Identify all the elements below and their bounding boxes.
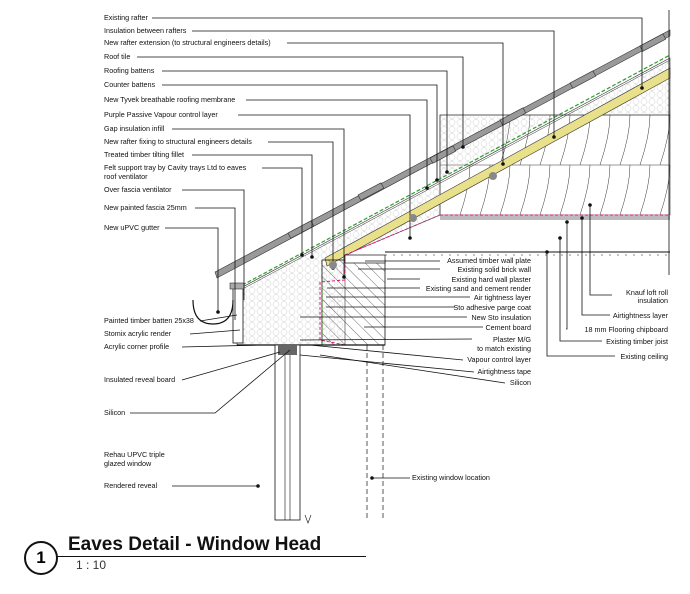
detail-scale: 1 : 10 — [76, 558, 107, 572]
label-render: Existing sand and cement render — [426, 284, 532, 293]
label-plaster: Plaster M/G — [493, 335, 531, 344]
label-cement-board: Cement board — [485, 323, 531, 332]
label-window-location: Existing window location — [412, 473, 490, 482]
detail-number: 1 — [24, 541, 58, 575]
leader-lines — [130, 17, 643, 487]
label-silicon-right: Silicon — [510, 378, 531, 387]
label-felt-tray-2: roof ventilator — [104, 172, 148, 181]
label-tyvek-membrane: New Tyvek breathable roofing membrane — [104, 95, 235, 104]
label-rafter-extension: New rafter extension (to structural engi… — [104, 38, 271, 47]
label-reveal-board: Insulated reveal board — [104, 375, 175, 384]
label-roof-tile: Roof tile — [104, 52, 130, 61]
label-tilting-fillet: Treated timber tilting fillet — [104, 150, 184, 159]
label-airtightness-tape: Airtightness tape — [477, 367, 531, 376]
label-sto-insulation: New Sto insulation — [471, 313, 531, 322]
label-stomix-render: Stomix acrylic render — [104, 329, 172, 338]
breathable-membrane — [236, 54, 671, 289]
existing-brick-wall — [321, 259, 386, 346]
label-window: Rehau UPVC triple — [104, 450, 165, 459]
label-vapour-control: Purple Passive Vapour control layer — [104, 110, 218, 119]
label-brick-wall: Existing solid brick wall — [458, 265, 532, 274]
label-timber-batten: Painted timber batten 25x38 — [104, 316, 194, 325]
right-labels: Assumed timber wall plate Existing solid… — [426, 256, 669, 387]
label-silicon-left: Silicon — [104, 408, 125, 417]
label-window-2: glazed window — [104, 459, 152, 468]
label-existing-ceiling: Existing ceiling — [620, 352, 668, 361]
label-vcl: Vapour control layer — [467, 355, 531, 364]
label-gutter: New uPVC gutter — [104, 223, 160, 232]
detail-title: Eaves Detail - Window Head — [68, 534, 322, 555]
label-gap-insulation: Gap insulation infill — [104, 124, 165, 133]
leader-dots — [216, 86, 644, 488]
label-knauf: Knauf loft roll — [626, 288, 668, 297]
label-plaster-2: to match existing — [477, 344, 531, 353]
roofing-battens — [287, 33, 667, 239]
label-insulation-between-rafters: Insulation between rafters — [104, 26, 187, 35]
label-roofing-battens: Roofing battens — [104, 66, 155, 75]
label-rendered-reveal: Rendered reveal — [104, 481, 158, 490]
label-wall-plaster: Existing hard wall plaster — [452, 275, 532, 284]
title-underline — [56, 556, 366, 557]
left-labels: Existing rafter Insulation between rafte… — [104, 13, 490, 490]
label-parge-coat: Sto adhesive parge coat — [453, 303, 531, 312]
label-timber-joist: Existing timber joist — [606, 337, 668, 346]
label-counter-battens: Counter battens — [104, 80, 156, 89]
label-knauf-2: insulation — [638, 296, 668, 305]
label-wall-plate: Assumed timber wall plate — [447, 256, 531, 265]
timber-wall-plate — [344, 254, 386, 264]
label-existing-rafter: Existing rafter — [104, 13, 149, 22]
label-fascia-ventilator: Over fascia ventilator — [104, 185, 172, 194]
label-air-tightness: Air tightness layer — [474, 293, 532, 302]
label-chipboard: 18 mm Flooring chipboard — [585, 325, 669, 334]
label-fascia: New painted fascia 25mm — [104, 203, 187, 212]
label-airtightness-layer: Airtightness layer — [613, 311, 669, 320]
label-felt-tray: Felt support tray by Cavity trays Ltd to… — [104, 163, 247, 172]
triple-glazed-window — [274, 344, 301, 521]
label-rafter-fixing: New rafter fixing to structural engineer… — [104, 137, 252, 146]
label-corner-profile: Acrylic corner profile — [104, 342, 169, 351]
gutter — [192, 299, 234, 325]
